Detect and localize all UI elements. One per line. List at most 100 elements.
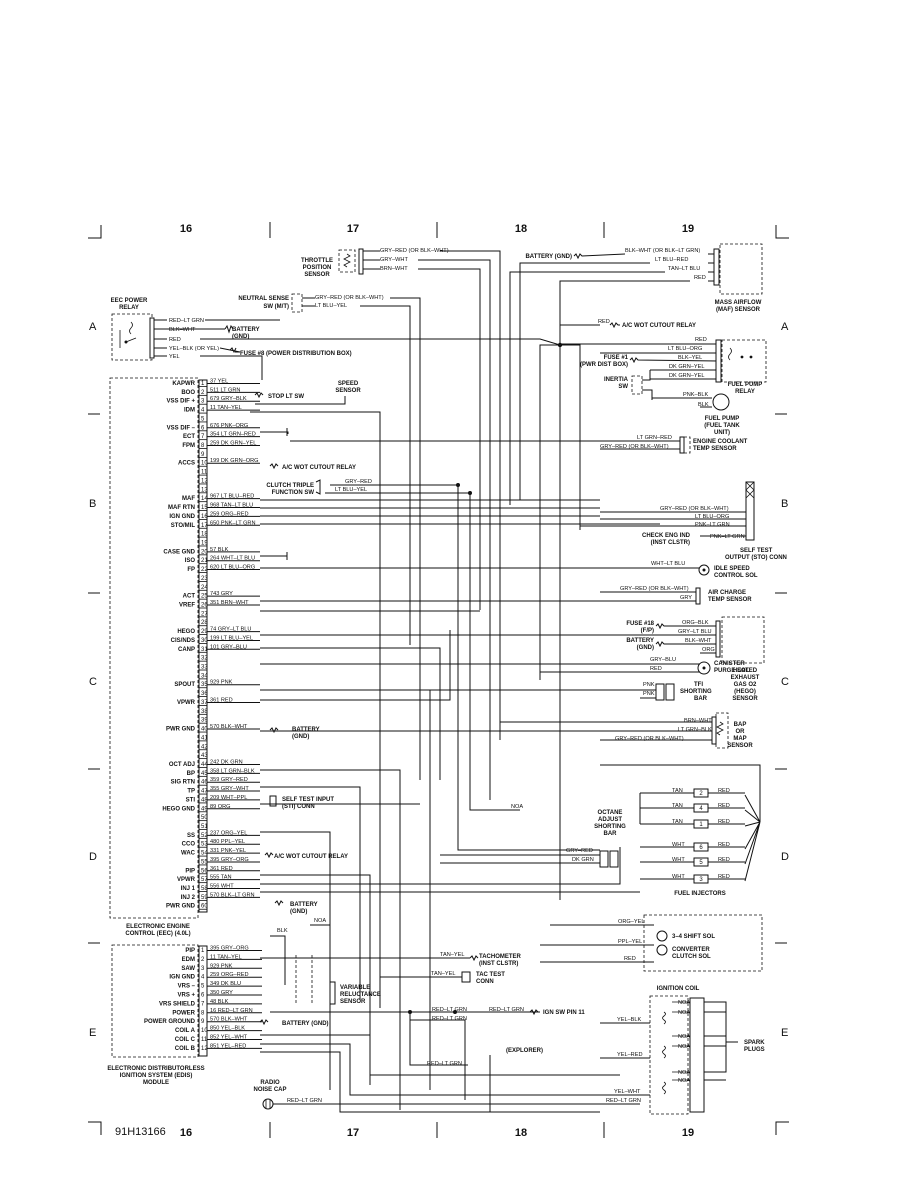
svg-text:(F/P): (F/P) (641, 628, 654, 634)
pin-wire: 361 RED (210, 697, 233, 703)
pin-number: 21 (201, 558, 208, 564)
pin-name: VSS DIF + (166, 399, 195, 405)
svg-text:GRY–RED (OR BLK–WHT): GRY–RED (OR BLK–WHT) (615, 736, 684, 742)
svg-text:LT BLU–ORG: LT BLU–ORG (668, 346, 702, 352)
pin-number: 8 (201, 1010, 205, 1016)
ac-wot-cutout-relay-top: RED A/C WOT CUTOUT RELAY (560, 319, 696, 329)
pin-name: SS (187, 833, 195, 839)
pin-name: ECT (183, 434, 195, 440)
row-letter: C (89, 676, 97, 688)
svg-text:RELAY: RELAY (119, 305, 139, 311)
pin-number: 39 (201, 718, 208, 724)
pin-number: 49 (201, 806, 208, 812)
svg-text:RED–LT GRN: RED–LT GRN (489, 1007, 524, 1013)
eec-pin-row: 42 (199, 744, 208, 750)
svg-text:YEL–RED: YEL–RED (617, 1052, 643, 1058)
pin-number: 6 (201, 425, 205, 431)
svg-text:SW: SW (618, 384, 628, 390)
svg-text:CLUTCH TRIPLE: CLUTCH TRIPLE (266, 483, 314, 489)
pin-name: PWR GND (166, 727, 196, 733)
svg-text:DK GRN: DK GRN (572, 857, 594, 863)
noa-label: NOA (511, 804, 523, 810)
pin-wire: 620 LT BLU–ORG (210, 565, 255, 571)
pin-name: CIS/NDS (171, 638, 195, 644)
svg-text:SENSOR: SENSOR (340, 999, 366, 1005)
svg-text:(HEGO): (HEGO) (734, 689, 756, 695)
pin-name: BP (187, 771, 195, 777)
pin-number: 11 (201, 470, 208, 476)
svg-text:LT BLU–YEL: LT BLU–YEL (335, 487, 367, 493)
injector-number: 5 (699, 860, 703, 866)
injector-feed-wire: TAN (672, 819, 683, 825)
pin-name: ACT (183, 594, 196, 600)
injector-red-wire: RED (718, 857, 730, 863)
pin-wire: 237 ORG–YEL (210, 830, 247, 836)
injector-red-wire: RED (718, 874, 730, 880)
pin-number: 42 (201, 744, 208, 750)
svg-text:A/C WOT CUTOUT RELAY: A/C WOT CUTOUT RELAY (282, 465, 356, 471)
pin-number: 4 (201, 408, 205, 414)
eec-pin-row: 9 (199, 452, 207, 458)
svg-text:EXHAUST: EXHAUST (731, 675, 760, 681)
pin-number: 7 (201, 434, 205, 440)
mass-airflow-sensor: BATTERY (GND) BLK–WHT (OR BLK–LT GRN) LT… (509, 243, 763, 505)
svg-text:PURGE SOL: PURGE SOL (714, 668, 750, 674)
eec-pin-row: 38 (199, 709, 208, 715)
svg-text:YEL–WHT: YEL–WHT (614, 1089, 641, 1095)
svg-text:UNIT): UNIT) (714, 430, 730, 436)
eec-pin-row: 41 (199, 735, 208, 741)
svg-text:CONTROL SOL: CONTROL SOL (714, 573, 758, 579)
pin-name: CCO (182, 842, 196, 848)
eec-module-label: ELECTRONIC ENGINE (126, 924, 190, 930)
pin-name: MAF RTN (168, 505, 195, 511)
svg-text:INERTIA: INERTIA (604, 377, 629, 383)
svg-text:BATTERY: BATTERY (292, 727, 320, 733)
pin-wire: 395 GRY–ORG (210, 946, 249, 952)
injector-number: 6 (699, 845, 703, 851)
throttle-position-sensor: THROTTLE POSITION SENSOR GRY–RED (OR BLK… (301, 248, 501, 800)
svg-text:SENSOR: SENSOR (732, 696, 758, 702)
svg-text:BATTERY (GND): BATTERY (GND) (525, 254, 572, 260)
pin-name: FP (187, 567, 195, 573)
pin-number: 35 (201, 682, 208, 688)
coil-output: NOA (672, 1000, 690, 1006)
svg-text:3–4 SHIFT SOL: 3–4 SHIFT SOL (672, 934, 715, 940)
pin-name: FPM (182, 443, 195, 449)
pin-number: 38 (201, 709, 208, 715)
pin-name: COIL A (175, 1028, 196, 1034)
injector-feed-wire: WHT (672, 874, 685, 880)
coil-noa-label: NOA (678, 1010, 690, 1016)
svg-text:RED: RED (169, 337, 181, 343)
pin-number: 46 (201, 780, 208, 786)
row-letter: B (781, 498, 788, 510)
svg-text:SENSOR: SENSOR (727, 743, 753, 749)
edis-module-outline (111, 944, 199, 1058)
injector-feed-wire: TAN (672, 788, 683, 794)
pin-number: 59 (201, 895, 208, 901)
pin-name: VPWR (177, 877, 196, 883)
pin-wire: 242 DK GRN (210, 759, 243, 765)
pin-name: INJ 1 (181, 886, 196, 892)
canister-purge-solenoid: GRY–BLU RED CANISTER PURGE SOL (260, 657, 750, 675)
pin-number: 25 (201, 594, 208, 600)
svg-text:RED–LT GRN: RED–LT GRN (169, 318, 204, 324)
pin-name: TP (187, 789, 195, 795)
pin-number: 2 (201, 390, 205, 396)
svg-text:GRY–RED (OR BLK–WHT): GRY–RED (OR BLK–WHT) (620, 586, 689, 592)
svg-text:GRY–RED: GRY–RED (345, 479, 372, 485)
row-letter: A (781, 321, 789, 333)
svg-text:HEATED: HEATED (733, 668, 758, 674)
